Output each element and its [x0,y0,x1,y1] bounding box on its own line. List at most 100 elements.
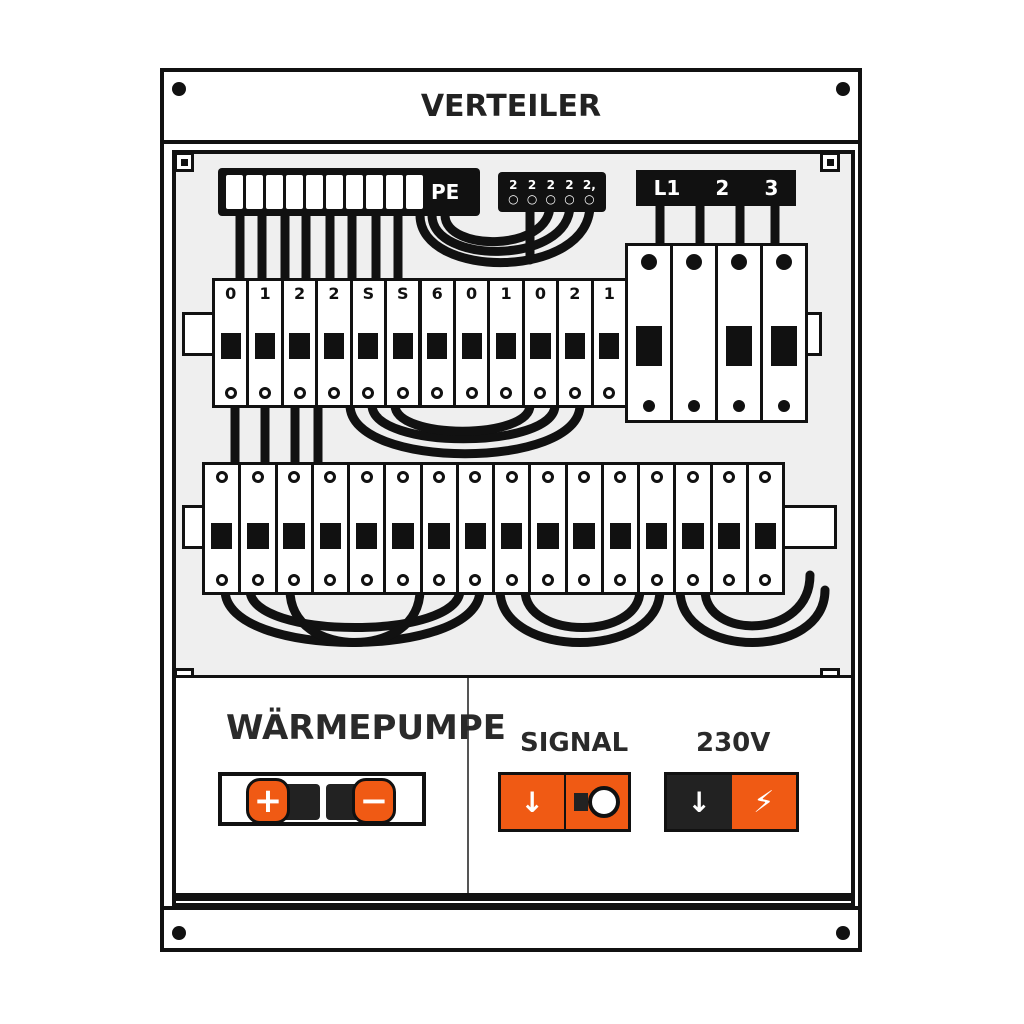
breaker-toggle[interactable] [427,333,448,359]
terminal [226,175,243,209]
breaker-toggle[interactable] [495,333,517,359]
screw-terminal-icon [778,400,790,412]
breaker-toggle[interactable] [682,523,704,549]
screw-icon [172,926,186,940]
screw-terminal-icon [469,471,482,483]
circuit-breaker[interactable] [419,462,459,595]
circuit-breaker[interactable] [238,462,278,595]
breaker-toggle[interactable] [255,333,276,359]
rcd-toggle[interactable] [635,326,663,366]
breaker-toggle[interactable] [355,523,378,549]
circuit-breaker[interactable] [600,462,640,595]
breaker-toggle[interactable] [500,523,523,549]
breaker-toggle[interactable] [645,523,668,549]
circuit-breaker[interactable] [274,462,314,595]
panel-header: VERTEILER [160,68,862,144]
power-terminal: ↓ ⚡ [664,772,799,832]
plus-icon: + [246,778,290,824]
terminal-label: 2, [582,178,596,192]
circuit-breaker[interactable]: 0 [521,278,560,408]
breaker-toggle[interactable] [564,333,585,359]
screw-terminal-icon [288,471,301,483]
breaker-toggle[interactable] [247,523,269,549]
breaker-toggle[interactable] [461,333,482,359]
screw-terminal-icon [534,387,547,399]
breaker-toggle[interactable] [358,333,379,359]
breaker-toggle[interactable] [530,333,551,359]
rcd-breaker[interactable] [625,243,808,423]
circuit-breaker[interactable] [202,462,242,595]
screw-terminal-icon [288,574,301,586]
screw-terminal-icon [324,471,337,483]
circuit-breaker[interactable] [673,462,713,595]
screw-terminal-icon [733,400,745,412]
power-title: 230V [696,728,771,758]
screw-terminal-icon [396,574,409,586]
screw-terminal-icon [614,574,627,586]
circuit-breaker[interactable] [383,462,423,595]
screw-terminal-icon [568,387,581,399]
breaker-toggle[interactable] [283,523,305,549]
breaker-toggle[interactable] [319,523,342,549]
circuit-breaker[interactable]: 0 [452,278,491,408]
terminal [406,175,423,209]
breaker-toggle[interactable] [220,333,241,359]
circuit-breaker[interactable] [637,462,677,595]
clock-icon [565,775,628,829]
circuit-breaker[interactable]: 1 [246,278,284,408]
circuit-breaker[interactable]: 6 [418,278,456,408]
circuit-breaker[interactable] [492,462,532,595]
breaker-label: 6 [431,284,443,303]
screw-terminal-icon [251,574,264,586]
breaker-toggle[interactable] [537,523,559,549]
screw-terminal-icon [433,574,446,586]
neutral-terminal: 2,○ [583,178,596,206]
breaker-label: 1 [500,284,512,303]
screw-terminal-icon [776,254,792,270]
circuit-breaker[interactable]: 2 [556,278,594,408]
divider [467,678,469,900]
terminal-hole-icon: ○ [526,192,538,206]
circuit-breaker[interactable]: S [349,278,388,408]
screw-terminal-icon [603,387,616,399]
breaker-toggle[interactable] [718,523,740,549]
breaker-toggle[interactable] [289,333,310,359]
breaker-toggle[interactable] [323,333,345,359]
terminal-label: 2 [565,178,574,192]
circuit-breaker[interactable]: 2 [315,278,353,408]
phase-label: 2 [715,176,730,200]
screw-terminal-icon [500,387,513,399]
screw-terminal-icon [614,471,627,483]
breaker-toggle[interactable] [754,523,777,549]
circuit-breaker[interactable]: 2 [280,278,319,408]
breaker-toggle[interactable] [392,333,413,359]
circuit-breaker[interactable] [310,462,350,595]
circuit-breaker[interactable] [709,462,749,595]
circuit-breaker[interactable]: S [384,278,422,408]
signal-terminal: ↓ [498,772,631,832]
rcd-toggle[interactable] [725,326,753,366]
circuit-breaker[interactable] [528,462,568,595]
circuit-breaker[interactable]: 1 [487,278,525,408]
breaker-toggle[interactable] [392,523,414,549]
circuit-breaker[interactable] [564,462,604,595]
screw-terminal-icon [723,471,736,483]
breaker-toggle[interactable] [599,333,620,359]
panel-title: VERTEILER [420,88,602,124]
circuit-breaker[interactable] [745,462,785,595]
breaker-toggle[interactable] [464,523,487,549]
breaker-toggle[interactable] [609,523,632,549]
screw-terminal-icon [641,254,657,270]
circuit-breaker[interactable] [455,462,495,595]
bottom-rail [176,893,851,901]
breaker-toggle[interactable] [210,523,233,549]
screw-terminal-icon [723,574,736,586]
circuit-breaker[interactable]: 1 [590,278,628,408]
circuit-breaker[interactable]: 0 [212,278,250,408]
breaker-toggle[interactable] [428,523,450,549]
terminal [346,175,363,209]
breaker-toggle[interactable] [573,523,595,549]
rcd-toggle[interactable] [770,326,798,366]
screw-terminal-icon [759,471,772,483]
circuit-breaker[interactable] [347,462,387,595]
